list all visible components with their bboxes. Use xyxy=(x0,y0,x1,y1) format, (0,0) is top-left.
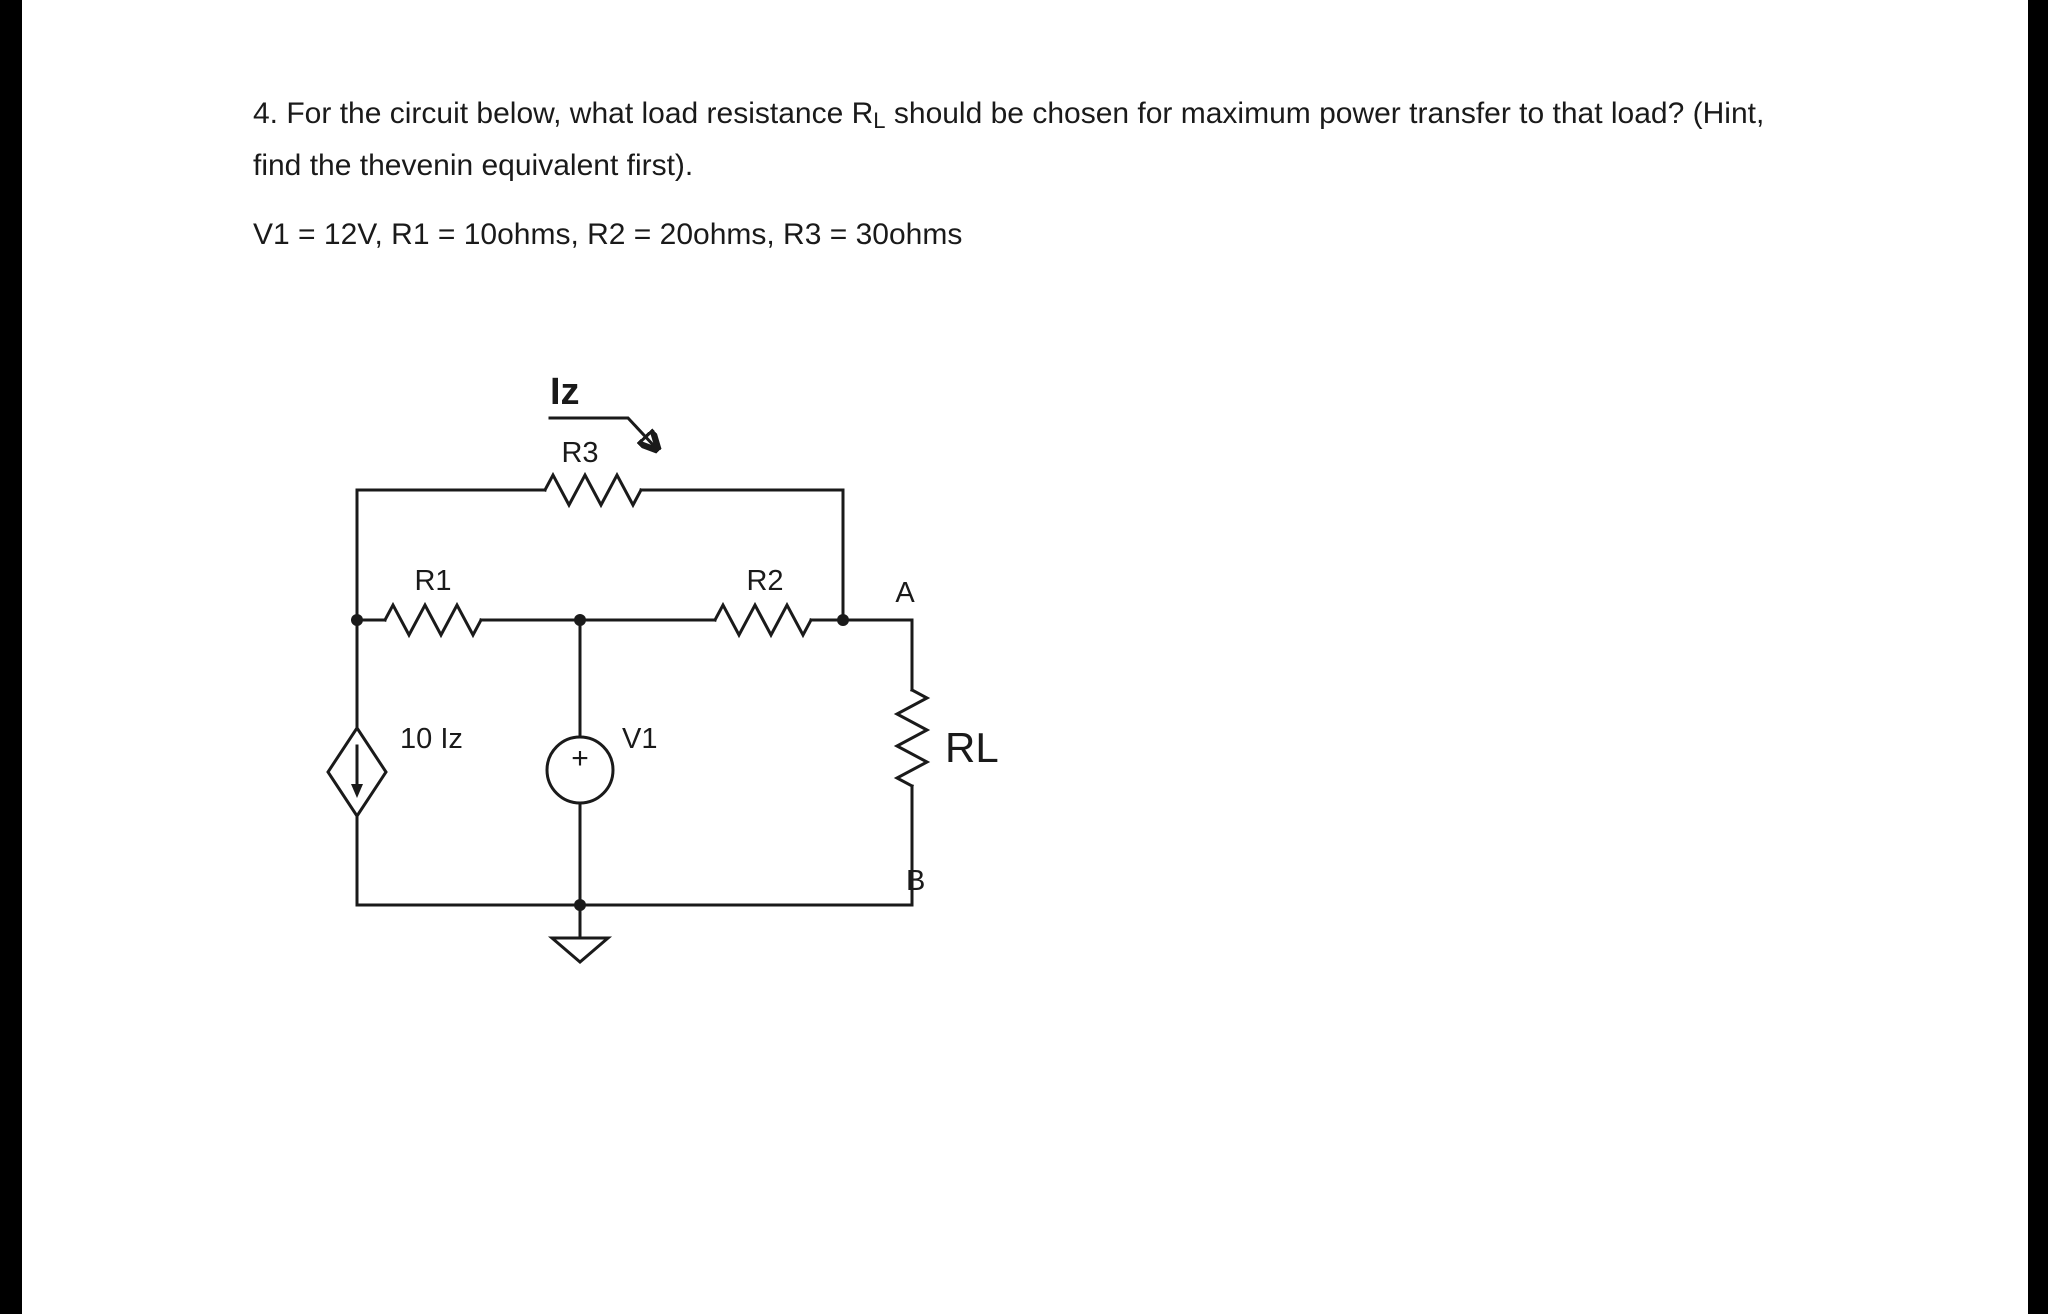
dependent-source-arrowhead-icon xyxy=(351,784,363,798)
wire xyxy=(841,618,914,692)
wire xyxy=(639,488,845,622)
node-dot xyxy=(837,614,849,626)
v1-plus-sign: + xyxy=(571,742,589,775)
resistor-rl-zigzag xyxy=(893,687,931,789)
dependent-source-label: 10 Iz xyxy=(400,723,463,755)
iz-label: Iz xyxy=(550,371,580,413)
node-dot xyxy=(351,614,363,626)
r1-label: R1 xyxy=(414,565,451,597)
question-part1: 4. For the circuit below, what load resi… xyxy=(253,97,874,130)
parameter-values: V1 = 12V, R1 = 10ohms, R2 = 20ohms, R3 =… xyxy=(253,218,963,251)
rl-label: RL xyxy=(945,724,999,771)
node-dot xyxy=(574,614,586,626)
resistor-r1-zigzag xyxy=(382,601,484,639)
v1-label: V1 xyxy=(622,723,657,755)
resistor-r3-branch: R3 xyxy=(355,437,845,622)
resistor-r2-branch: R2 xyxy=(578,565,845,639)
resistor-r2-zigzag xyxy=(712,601,814,639)
current-arrow-iz: Iz xyxy=(548,371,656,448)
question-part2: should be chosen for maximum power trans… xyxy=(253,97,1765,182)
r2-label: R2 xyxy=(746,565,783,597)
node-b-label: B xyxy=(906,865,925,897)
r3-label: R3 xyxy=(561,437,598,469)
dependent-current-source-branch: 10 Iz xyxy=(326,488,463,907)
resistor-r1-branch: R1 xyxy=(355,565,582,639)
load-rl-branch: A RL B xyxy=(841,577,999,907)
ground-triangle xyxy=(547,936,613,964)
resistor-r3-zigzag xyxy=(542,471,644,509)
question-subscript: L xyxy=(873,108,886,133)
iz-arrow-icon xyxy=(548,416,656,448)
ground-icon xyxy=(547,903,613,964)
voltage-source-v1-branch: + V1 xyxy=(545,618,657,907)
left-border-bar xyxy=(0,0,22,1314)
node-dot xyxy=(574,899,586,911)
node-a-label: A xyxy=(895,577,915,609)
right-border-bar xyxy=(2028,0,2048,1314)
question-text: 4. For the circuit below, what load resi… xyxy=(253,88,1818,192)
